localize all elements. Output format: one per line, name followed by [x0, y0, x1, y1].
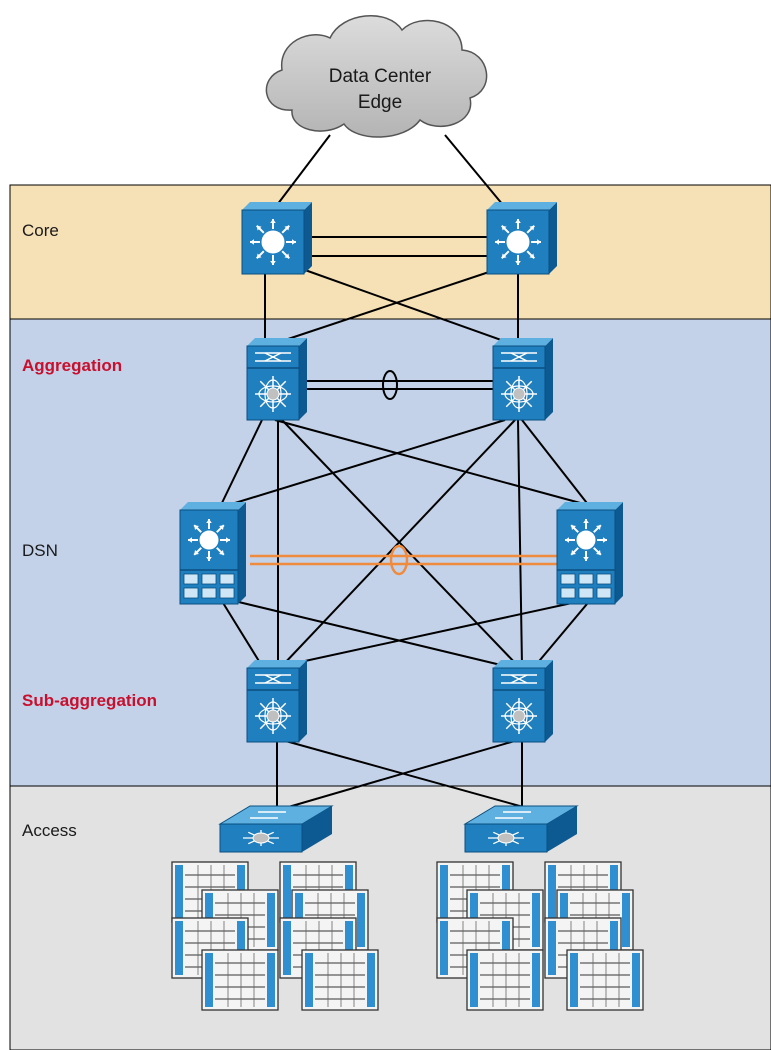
blade-server-icon-2-7 [466, 949, 544, 1011]
layer-label-core: Core [22, 221, 59, 240]
link-edge-core1 [276, 134, 331, 206]
link-agg2-dsn2 [521, 419, 591, 508]
link-dsn1-subagg2 [221, 597, 506, 667]
blade-server-icon-2-8 [566, 949, 644, 1011]
link-subagg2-acc1 [284, 739, 519, 809]
link-group [219, 134, 596, 809]
cloud-label-line2: Edge [358, 92, 402, 113]
link-dsn2-subagg2 [534, 597, 593, 667]
link-dsn1-subagg1 [219, 597, 263, 667]
cloud-label-line1: Data Center [329, 66, 432, 87]
cloud-icon [265, 14, 488, 138]
link-core2-agg1 [269, 269, 496, 346]
port-channel-ellipse-icon [382, 370, 398, 400]
blade-server-icon-1-7 [201, 949, 279, 1011]
link-dsn2-subagg1 [281, 597, 596, 667]
link-agg1-dsn1 [219, 419, 263, 508]
link-agg2-subagg1 [281, 419, 516, 667]
link-core1-agg2 [304, 269, 516, 346]
layer-label-sub-aggregation: Sub-aggregation [22, 691, 157, 710]
layer-label-dsn: DSN [22, 541, 58, 560]
core-switch-1 [241, 202, 312, 275]
access-switch-2 [463, 805, 579, 853]
dsn-switch-2 [556, 502, 623, 605]
core-band [9, 184, 771, 320]
access-switch-1 [218, 805, 334, 853]
layer-label-aggregation: Aggregation [22, 356, 122, 375]
dsn-link-group [250, 554, 558, 566]
layer-label-access: Access [22, 821, 77, 840]
aggregation-switch-2 [492, 338, 553, 421]
core-switch-2 [486, 202, 557, 275]
link-agg2-dsn1 [221, 419, 506, 508]
dsn-switch-1 [179, 502, 246, 605]
sub-aggregation-switch-2 [492, 660, 553, 743]
link-agg1-dsn2 [274, 419, 596, 508]
access-band [9, 785, 771, 1050]
link-agg2-subagg2 [517, 419, 523, 667]
sub-aggregation-switch-1 [246, 660, 307, 743]
port-channel-ellipse-icon [389, 544, 409, 576]
aggregation-switch-1 [246, 338, 307, 421]
device-group [171, 202, 644, 1011]
link-edge-core2 [444, 134, 504, 206]
link-agg1-subagg2 [281, 419, 519, 667]
blade-server-icon-1-8 [301, 949, 379, 1011]
blade-server-icon-1-5 [171, 917, 249, 979]
